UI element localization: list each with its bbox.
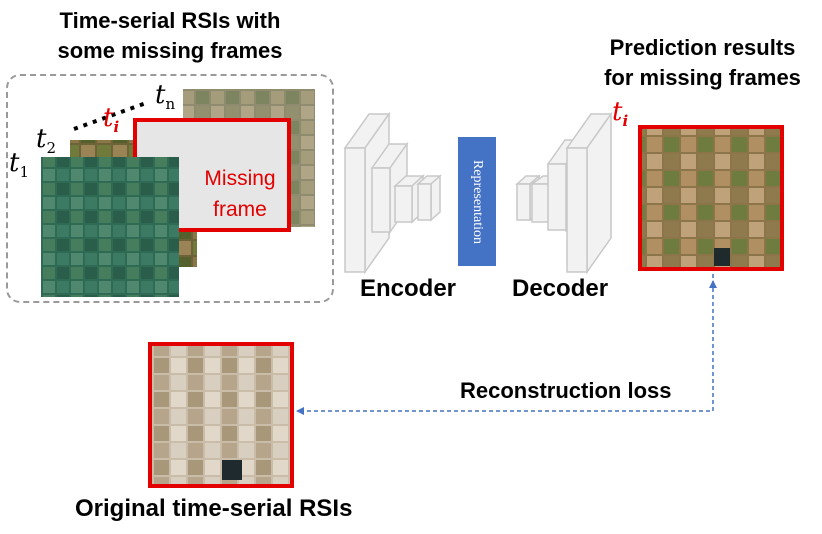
input-sequence-title: Time-serial RSIs with some missing frame… — [20, 6, 320, 66]
encoder-shape — [343, 111, 442, 275]
prediction-title: Prediction results for missing frames — [585, 33, 820, 93]
original-frame-water-body — [222, 460, 242, 480]
missing-frame-label: Missing frame — [196, 163, 284, 225]
decoder-shape — [515, 111, 613, 275]
representation-block — [458, 137, 496, 266]
satellite-frame-t1 — [41, 157, 179, 297]
input-sequence-title-line2: some missing frames — [57, 38, 283, 63]
original-frame — [148, 342, 294, 488]
time-label-t2: t2 — [36, 124, 56, 158]
encoder-label: Encoder — [360, 275, 457, 302]
input-sequence-frame — [6, 74, 334, 303]
predicted-frame — [638, 125, 784, 271]
input-sequence-title-line1: Time-serial RSIs with — [59, 8, 281, 33]
sequence-ellipsis — [73, 101, 147, 131]
missing-frame-label-line2: frame — [213, 198, 267, 221]
representation-label: Representation — [470, 159, 485, 244]
missing-frame-label-line1: Missing — [204, 167, 276, 190]
decoder-label: Decoder — [512, 275, 609, 302]
reconstruction-loss-connector — [300, 274, 714, 412]
prediction-title-line2: for missing frames — [604, 65, 801, 90]
time-label-ti: ti — [103, 103, 120, 137]
time-label-tn: tn — [155, 80, 176, 114]
arrowhead-left-icon — [296, 407, 304, 415]
prediction-title-line1: Prediction results — [609, 35, 796, 60]
reconstruction-loss-label: Reconstruction loss — [460, 378, 672, 403]
predicted-frame-water-body — [714, 248, 730, 266]
prediction-time-label-ti: ti — [612, 97, 629, 131]
original-frames-label: Original time-serial RSIs — [75, 495, 353, 522]
arrowhead-up-icon — [709, 280, 717, 288]
time-label-t1: t1 — [9, 148, 29, 182]
